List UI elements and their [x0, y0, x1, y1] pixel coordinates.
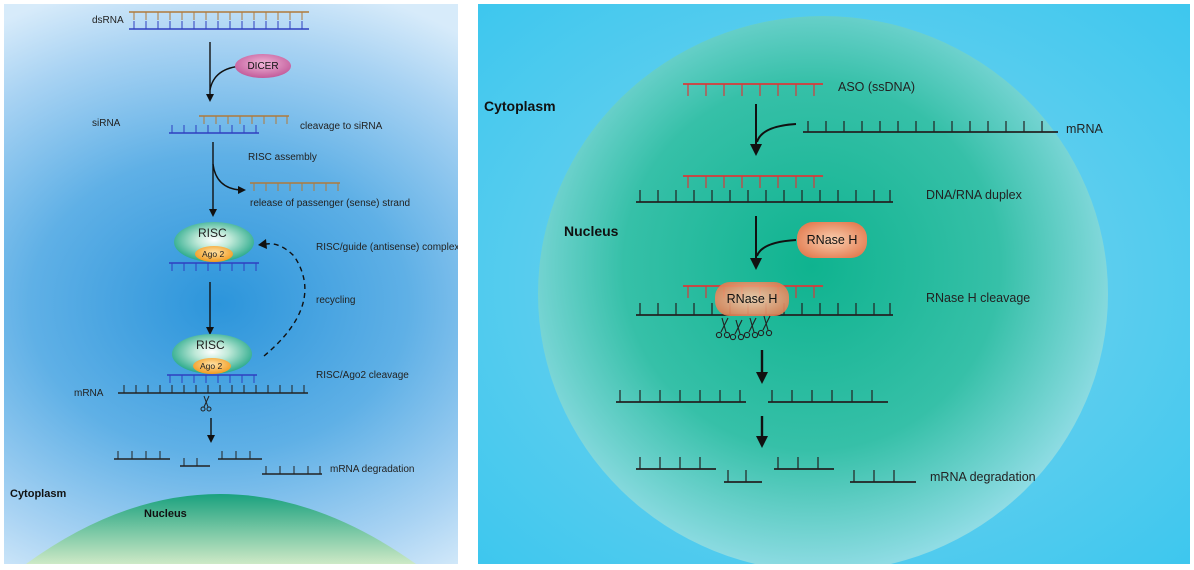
risc-complex — [174, 222, 254, 262]
ago2-label-2: Ago 2 — [200, 361, 223, 371]
aso-panel: ASO (ssDNA) mRNA Cytoplasm DNA/RNA duple… — [478, 4, 1190, 564]
recycling-arrow — [263, 243, 306, 357]
recycling-label: recycling — [316, 295, 356, 306]
rnase-h-bound-label: RNase H — [726, 292, 778, 306]
arrow-risc-assembly — [212, 142, 241, 210]
scissors-icon — [200, 395, 212, 412]
scissors-icon — [715, 315, 773, 341]
sirna-label: siRNA — [92, 118, 121, 129]
nucleus-label: Nucleus — [564, 223, 619, 239]
risc-label-2: RISC — [196, 338, 225, 352]
rnase-h-label: RNase H — [806, 233, 858, 247]
risc-guide-complex-label: RISC/guide (antisense) complex — [316, 242, 458, 253]
dna-rna-duplex-label: DNA/RNA duplex — [926, 188, 1022, 202]
rnai-panel: dsRNA DICER siRNA cleavage to siRNA RISC… — [4, 4, 458, 564]
aso-strand — [683, 83, 823, 96]
rnai-diagram — [26, 11, 416, 564]
nucleus-label: Nucleus — [144, 508, 187, 520]
aso-label: ASO (ssDNA) — [838, 80, 916, 94]
ago2-label: Ago 2 — [202, 249, 225, 259]
risc-assembly-label: RISC assembly — [248, 152, 317, 163]
sirna-duplex — [169, 115, 289, 134]
cleavage-complex — [636, 282, 893, 316]
cytoplasm-label: Cytoplasm — [10, 488, 67, 500]
cleavage-to-sirna-label: cleavage to siRNA — [300, 121, 383, 132]
dicer-enzyme — [235, 54, 291, 78]
rnase-h-cleavage-label: RNase H cleavage — [926, 291, 1031, 305]
dna-rna-duplex — [636, 175, 893, 203]
cleaved-mrna — [616, 390, 888, 403]
arrow-head — [750, 144, 762, 156]
target-mrna — [803, 121, 1058, 133]
risc-label: RISC — [198, 226, 227, 240]
mrna-degradation-label: mRNA degradation — [330, 464, 415, 475]
cytoplasm-label: Cytoplasm — [484, 98, 556, 114]
aso-diagram — [478, 4, 1190, 564]
dsrna-duplex — [129, 11, 309, 30]
nucleus-region — [26, 494, 416, 564]
dsrna-label: dsRNA — [92, 15, 124, 26]
nucleus-region — [538, 16, 1108, 564]
arrow-head — [206, 94, 214, 102]
mrna-fragments — [636, 457, 916, 483]
risc-ago2-cleavage-label: RISC/Ago2 cleavage — [316, 370, 409, 381]
passenger-strand — [250, 182, 340, 191]
rnase-h-bound — [715, 282, 789, 316]
target-mrna — [118, 385, 308, 394]
mrna-degradation-label: mRNA degradation — [930, 470, 1036, 484]
mrna-label: mRNA — [74, 388, 104, 399]
release-passenger-label: release of passenger (sense) strand — [250, 198, 411, 209]
mrna-label: mRNA — [1066, 122, 1103, 136]
guide-strand — [169, 262, 259, 271]
rnase-h-enzyme — [797, 222, 867, 258]
ago2-protein — [195, 246, 233, 262]
dicer-label: DICER — [247, 60, 279, 72]
mrna-fragments — [114, 451, 322, 475]
